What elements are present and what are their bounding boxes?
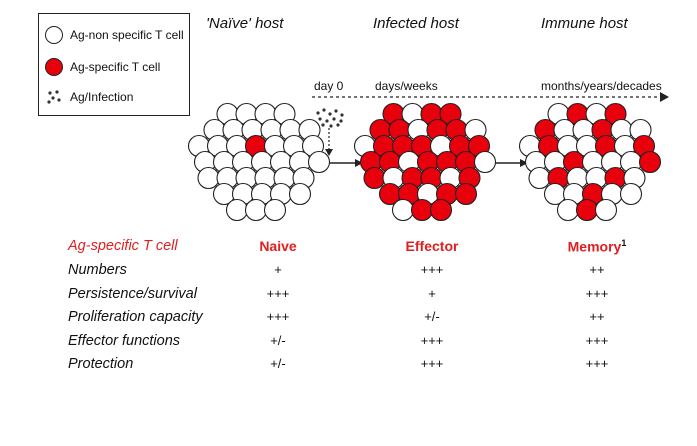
antigen-dot — [321, 123, 325, 127]
legend-label: Ag-specific T cell — [70, 60, 161, 74]
infected-host-label: Infected host — [373, 15, 459, 32]
antigen-dot — [340, 113, 344, 117]
cell-clusters-graphic — [187, 92, 669, 222]
antigen-dot — [328, 112, 332, 116]
memory-cell-cluster — [518, 102, 662, 222]
legend: Ag-non specific T cell Ag-specific T cel… — [38, 13, 190, 116]
column-naive: Naive — [259, 238, 297, 254]
cell-circle — [556, 198, 580, 222]
naive-cell-cluster — [187, 102, 331, 222]
row-label: Effector functions — [68, 332, 181, 349]
cell-circle — [244, 198, 268, 222]
immune-host-label: Immune host — [541, 15, 628, 32]
arrow-head-icon — [520, 159, 528, 167]
table-header-row: Ag-specific T cell Naive Effector Memory… — [62, 238, 662, 260]
arrow-head-icon — [355, 159, 363, 167]
row-value: +++ — [420, 332, 444, 348]
table-header-label: Ag-specific T cell — [68, 238, 178, 254]
antigen-dot — [332, 117, 336, 121]
row-label: Persistence/survival — [68, 285, 197, 302]
red-cell-icon — [45, 58, 63, 76]
row-value: + — [428, 285, 436, 301]
effector-cell-cluster — [353, 102, 497, 222]
naive-host-label: 'Naïve' host — [206, 15, 284, 32]
row-value: +/- — [270, 356, 286, 371]
antigen-dot — [322, 108, 326, 112]
antigen-dot — [325, 119, 329, 123]
column-effector: Effector — [405, 238, 459, 254]
table-row: Protection +/- +++ +++ — [62, 356, 662, 378]
cell-circle — [619, 182, 643, 206]
antigen-dot — [339, 119, 343, 123]
antigen-dot — [336, 123, 340, 127]
row-value: + — [274, 262, 282, 277]
antigen-dots-icon — [47, 90, 61, 104]
cell-circle — [528, 166, 551, 190]
table-row: Effector functions +/- +++ +++ — [62, 333, 662, 355]
legend-item-specific: Ag-specific T cell — [45, 56, 160, 78]
row-label: Numbers — [68, 262, 127, 278]
antigen-dot — [329, 124, 333, 128]
row-value: +/- — [424, 309, 440, 324]
legend-item-infection: Ag/Infection — [45, 86, 133, 108]
infection-arrowhead-icon — [325, 149, 333, 156]
row-label: Proliferation capacity — [68, 309, 203, 325]
cell-circle — [307, 150, 331, 174]
antigen-dot — [334, 109, 338, 113]
cell-circle — [363, 166, 386, 190]
antigen-dot — [318, 117, 322, 121]
row-value: +++ — [585, 332, 609, 348]
row-value: ++ — [589, 262, 605, 277]
row-value: +++ — [420, 356, 444, 371]
table-row: Persistence/survival+++++++ — [62, 286, 662, 308]
row-value: ++ — [589, 309, 605, 324]
row-value: +++ — [266, 309, 290, 324]
table-row: Proliferation capacity +++ +/- ++ — [62, 309, 662, 331]
row-value: +++ — [266, 285, 290, 301]
row-value: +/- — [270, 332, 286, 348]
cell-circle — [410, 198, 434, 222]
legend-label: Ag-non specific T cell — [70, 28, 184, 42]
cell-circle — [225, 198, 249, 222]
cell-circle — [263, 198, 287, 222]
row-value: +++ — [420, 262, 444, 277]
row-label: Protection — [68, 356, 134, 372]
cell-circle — [429, 198, 453, 222]
timeline-arrowhead-icon — [660, 92, 669, 102]
memory-footnote: 1 — [621, 238, 627, 248]
timeline-days-weeks: days/weeks — [375, 79, 438, 93]
white-cell-icon — [45, 26, 63, 44]
antigen-particles — [316, 108, 344, 128]
cell-circle — [454, 182, 478, 206]
antigen-dot — [316, 111, 320, 115]
table-row: Numbers++++++ — [62, 262, 662, 284]
row-value: +++ — [585, 285, 609, 301]
timeline-day0: day 0 — [314, 79, 344, 93]
legend-item-nonspecific: Ag-non specific T cell — [45, 24, 184, 46]
column-memory-text: Memory — [567, 238, 622, 255]
cell-circle — [391, 198, 415, 222]
timeline-months: months/years/decades — [541, 79, 662, 93]
cell-circle — [288, 182, 312, 206]
column-memory: Memory1 — [552, 238, 642, 255]
legend-label: Ag/Infection — [70, 90, 134, 104]
cell-circle — [575, 198, 599, 222]
cell-circle — [473, 150, 497, 174]
row-value: +++ — [585, 356, 609, 371]
cell-circle — [197, 166, 220, 190]
cell-circle — [638, 150, 662, 174]
cell-circle — [594, 198, 618, 222]
